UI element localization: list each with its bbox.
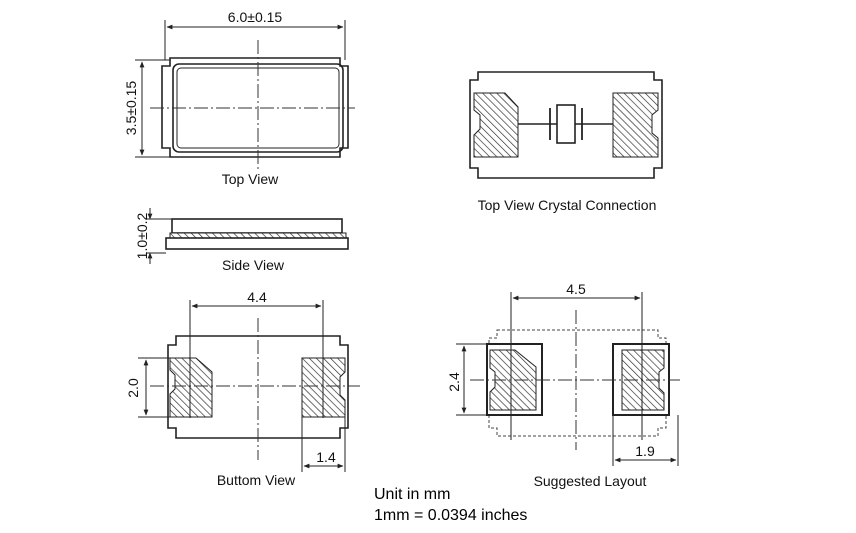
pad-width-dimension: 1.4 bbox=[316, 449, 336, 465]
bottom-pad-left bbox=[169, 357, 213, 418]
side-view: 1.0±0.2 Side View bbox=[134, 208, 349, 273]
crystal-view-label: Top View Crystal Connection bbox=[478, 197, 657, 213]
conversion-note: 1mm = 0.0394 inches bbox=[374, 507, 527, 524]
crystal-pad-left bbox=[473, 92, 519, 158]
top-view: 6.0±0.15 3.5±0.15 Top View bbox=[123, 9, 355, 187]
side-view-base bbox=[165, 237, 349, 250]
layout-pad-left bbox=[489, 349, 537, 411]
crystal-element bbox=[556, 104, 576, 144]
crystal-pad-right bbox=[612, 92, 659, 158]
crystal-connection-view: Top View Crystal Connection bbox=[469, 71, 663, 213]
layout-package-outline bbox=[488, 329, 667, 437]
height-dimension: 1.0±0.2 bbox=[134, 212, 150, 259]
length-dimension: 6.0±0.15 bbox=[228, 9, 283, 25]
suggested-layout-view: 4.5 2.4 1.9 Suggested Layout bbox=[446, 281, 680, 489]
suggested-layout-label: Suggested Layout bbox=[534, 473, 647, 489]
layout-height-dimension: 2.4 bbox=[446, 372, 462, 392]
layout-pitch-dimension: 4.5 bbox=[566, 281, 586, 297]
bottom-view-label: Buttom View bbox=[217, 472, 296, 488]
side-view-lid bbox=[171, 218, 343, 234]
side-view-label: Side View bbox=[222, 257, 285, 273]
unit-note: Unit in mm bbox=[374, 486, 450, 503]
bottom-view: 4.4 2.0 1.4 Buttom View bbox=[125, 289, 360, 488]
layout-width-dimension: 1.9 bbox=[635, 443, 655, 459]
width-dimension: 3.5±0.15 bbox=[123, 81, 139, 136]
pad-height-dimension: 2.0 bbox=[125, 378, 141, 398]
top-view-label: Top View bbox=[222, 171, 279, 187]
pad-pitch-dimension: 4.4 bbox=[247, 289, 267, 305]
